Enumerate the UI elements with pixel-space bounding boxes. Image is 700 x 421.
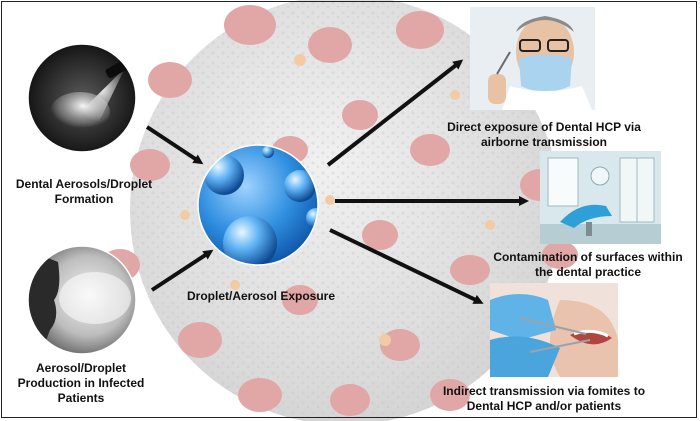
outer-border <box>1 1 697 418</box>
diagram-canvas: Dental Aerosols/Droplet Formation Aeroso… <box>0 0 700 421</box>
